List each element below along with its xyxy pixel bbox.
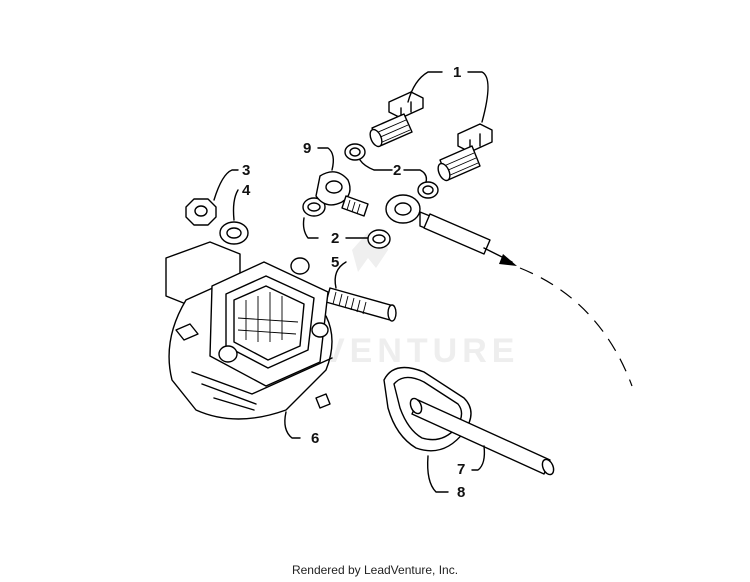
part-washer-4: [219, 221, 249, 245]
part-pump-body: [165, 241, 333, 420]
part-stud: [325, 287, 397, 322]
part-nut: [185, 198, 217, 226]
callout-8: 8: [457, 484, 465, 501]
callout-3: 3: [242, 162, 250, 179]
watermark: VENTURE: [322, 228, 519, 370]
part-banjo-bolt-upper: [369, 91, 424, 148]
callout-9: 9: [303, 140, 311, 157]
part-washers: [302, 143, 439, 249]
callout-4: 4: [242, 182, 251, 199]
callout-1: 1: [453, 64, 461, 81]
part-rod: [409, 397, 555, 476]
watermark-text: VENTURE: [322, 332, 519, 370]
part-fuel-line: [385, 194, 517, 266]
flow-dashed-line: [519, 267, 633, 387]
callout-2-upper: 2: [393, 162, 401, 179]
callout-5: 5: [331, 254, 339, 271]
callout-7: 7: [457, 461, 465, 478]
callout-2-lower: 2: [331, 230, 339, 247]
callout-labels: 1 2 2 3 4 5 6 7 8 9: [242, 64, 465, 501]
part-banjo-fitting: [315, 171, 369, 217]
leader-lines: [213, 71, 489, 493]
footer-credit: Rendered by LeadVenture, Inc.: [291, 563, 459, 577]
callout-6: 6: [311, 430, 319, 447]
part-banjo-bolt-lower: [437, 123, 493, 182]
